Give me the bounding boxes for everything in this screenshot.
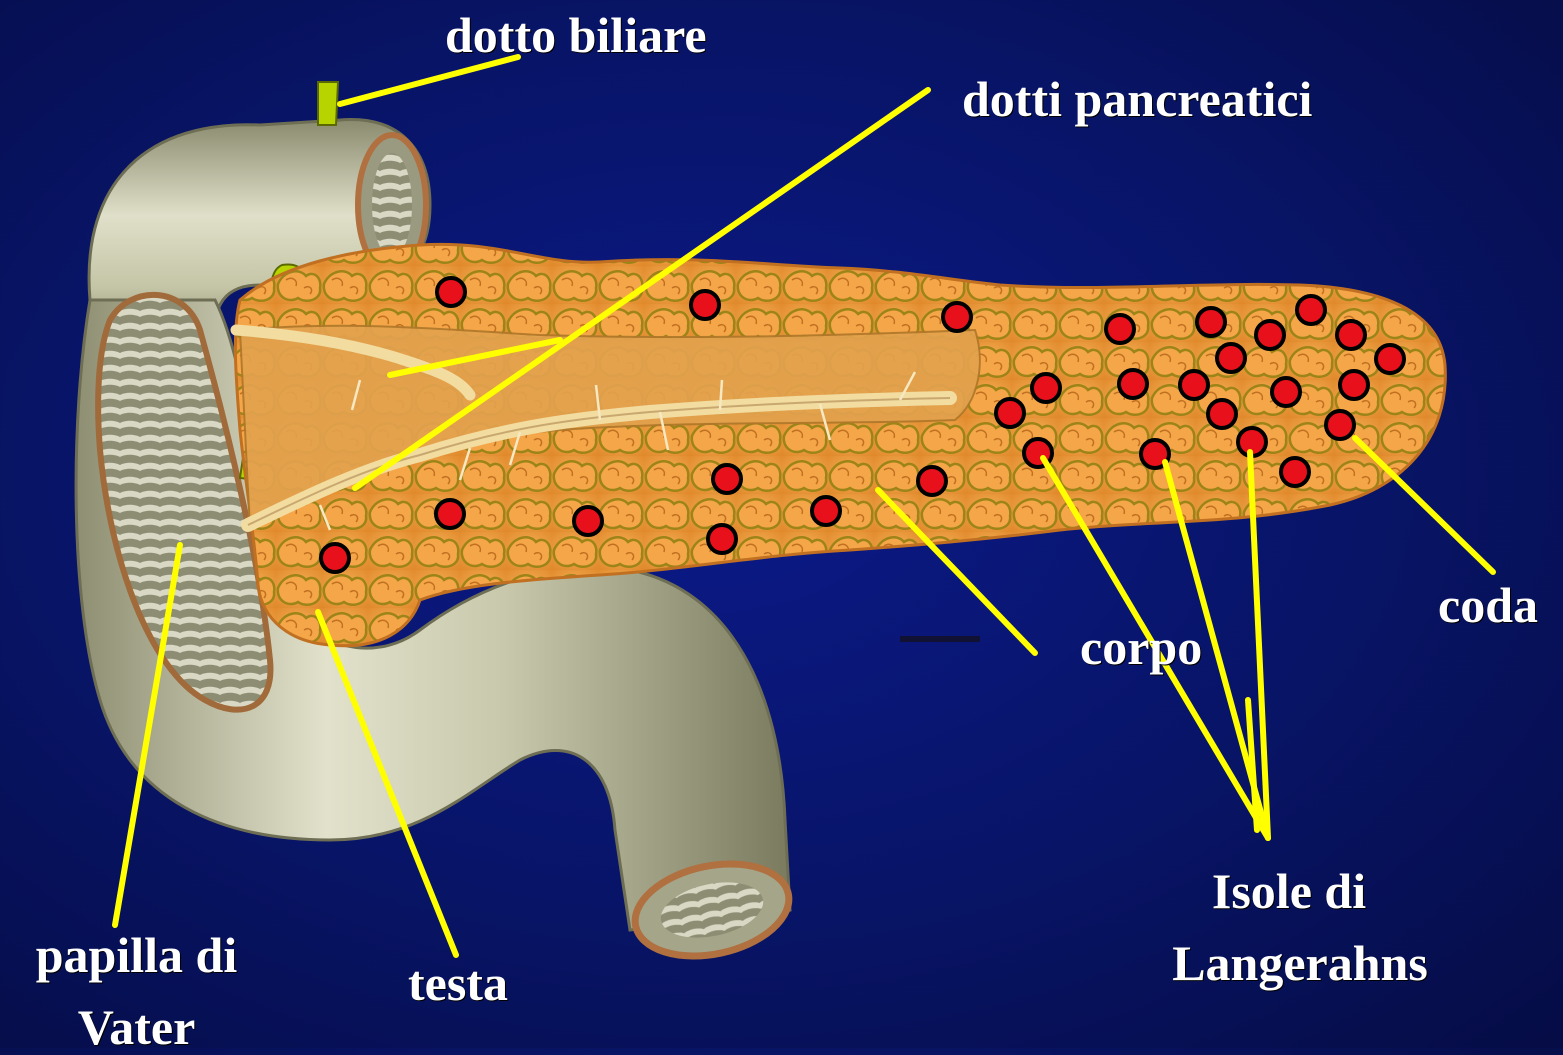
islet: [437, 278, 465, 306]
islet: [436, 500, 464, 528]
islet: [1197, 308, 1225, 336]
islet: [691, 291, 719, 319]
islet: [1337, 321, 1365, 349]
leader-line-tail: [1355, 438, 1493, 572]
islet: [1376, 345, 1404, 373]
islet: [1180, 371, 1208, 399]
label-tail: coda: [1438, 580, 1538, 630]
islet: [713, 465, 741, 493]
islet: [1297, 296, 1325, 324]
small-dash: [900, 636, 980, 642]
label-papilla-line2: Vater: [14, 1002, 259, 1052]
islet: [1106, 315, 1134, 343]
islet: [1340, 371, 1368, 399]
islet: [918, 467, 946, 495]
label-islets-line2: Langerahns: [1150, 938, 1450, 988]
duodenum-upper-folds: [372, 153, 412, 257]
label-islets: Isole di Langerahns: [1150, 866, 1450, 988]
label-head: testa: [408, 958, 508, 1008]
leader-line-bile-duct: [340, 57, 518, 104]
islet: [1119, 370, 1147, 398]
islet: [708, 525, 736, 553]
label-papilla: papilla di Vater: [14, 930, 259, 1052]
islet: [1326, 411, 1354, 439]
label-bile-duct: dotto biliare: [445, 10, 707, 60]
label-pancreatic-ducts: dotti pancreatici: [962, 74, 1312, 124]
islet: [1032, 374, 1060, 402]
islet: [574, 507, 602, 535]
islet: [1281, 458, 1309, 486]
label-islets-line1: Isole di: [1128, 866, 1450, 916]
islet: [1217, 344, 1245, 372]
islet: [321, 544, 349, 572]
islet: [812, 497, 840, 525]
label-papilla-line1: papilla di: [14, 930, 259, 980]
islet: [1208, 400, 1236, 428]
islet: [943, 303, 971, 331]
islet: [1256, 321, 1284, 349]
islet: [996, 399, 1024, 427]
bile-duct: [318, 82, 338, 125]
label-body: corpo: [1080, 622, 1202, 672]
islet: [1272, 378, 1300, 406]
